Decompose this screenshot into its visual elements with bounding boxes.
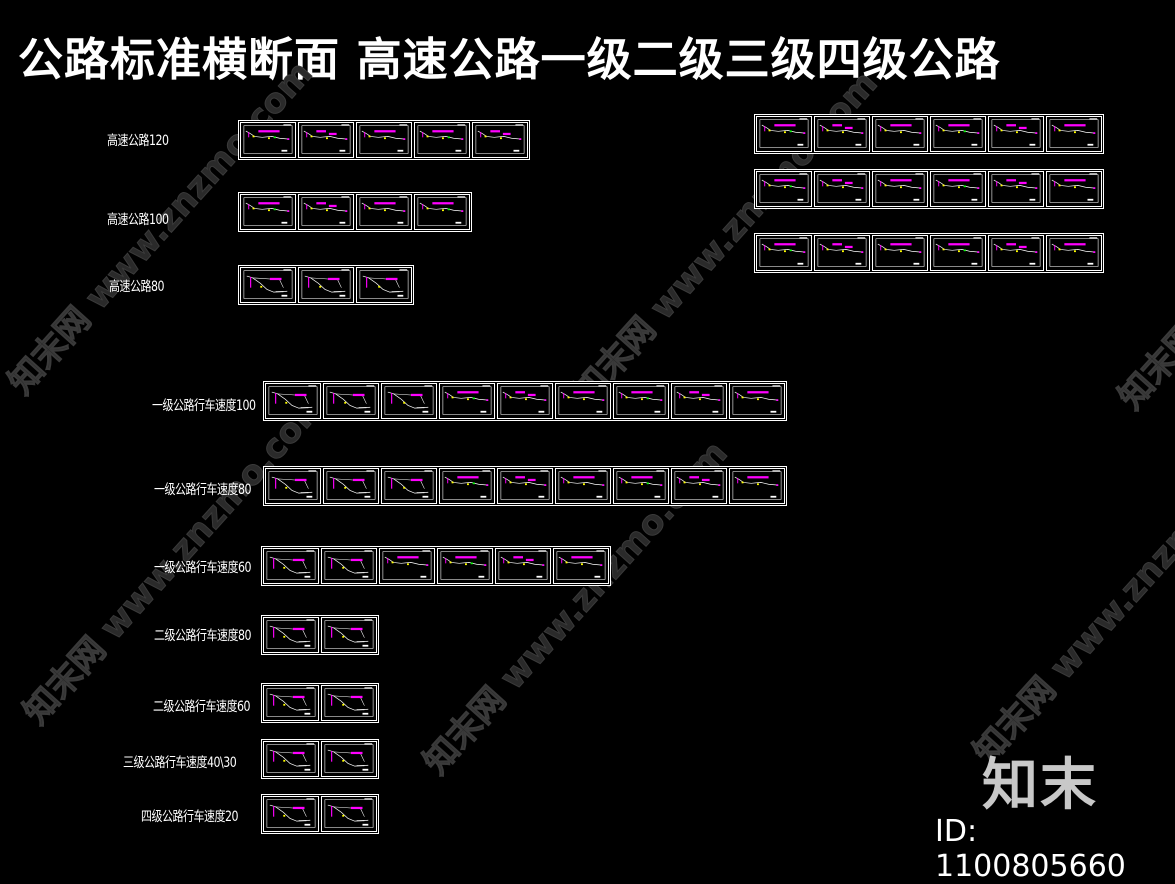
group-label: 高速公路120 [107,132,169,149]
cross-section-sheet[interactable] [497,468,553,504]
cross-section-sheet[interactable] [671,468,727,504]
cross-section-sheet[interactable] [729,468,785,504]
sheet-strip [238,265,414,305]
sheet-strip [261,739,379,779]
cross-section-sheet[interactable] [472,122,528,158]
cross-section-sheet[interactable] [356,267,412,303]
sheet-strip [238,120,530,160]
group-label: 二级公路行车速度80 [154,627,252,644]
cross-section-sheet[interactable] [988,171,1044,207]
group-label: 一级公路行车速度80 [154,481,252,498]
sheet-strip [754,169,1104,209]
cross-section-sheet[interactable] [756,171,812,207]
cross-section-sheet[interactable] [1046,171,1102,207]
cross-section-sheet[interactable] [439,468,495,504]
group-label: 二级公路行车速度60 [153,698,251,715]
cross-section-sheet[interactable] [814,116,870,152]
cross-section-sheet[interactable] [240,122,296,158]
cross-section-sheet[interactable] [263,796,319,832]
asset-id: ID: 1100805660 [935,814,1126,884]
cross-section-sheet[interactable] [265,468,321,504]
cross-section-sheet[interactable] [381,383,437,419]
cross-section-sheet[interactable] [872,171,928,207]
cross-section-sheet[interactable] [495,548,551,584]
cross-section-sheet[interactable] [298,194,354,230]
cross-section-sheet[interactable] [263,617,319,653]
watermark: 知末网 www.znzmo.com [965,423,1175,773]
sheet-strip [261,683,379,723]
cross-section-sheet[interactable] [729,383,785,419]
cross-section-sheet[interactable] [930,235,986,271]
sheet-strip [263,466,787,506]
sheet-strip [261,794,379,834]
cross-section-sheet[interactable] [872,235,928,271]
sheet-strip [238,192,472,232]
brand-logo: 知末 [982,753,1098,818]
cross-section-sheet[interactable] [298,267,354,303]
cross-section-sheet[interactable] [988,235,1044,271]
cross-section-sheet[interactable] [379,548,435,584]
group-label: 三级公路行车速度40\30 [123,754,237,771]
group-label: 高速公路100 [107,211,169,228]
cross-section-sheet[interactable] [321,548,377,584]
cross-section-sheet[interactable] [321,617,377,653]
cross-section-sheet[interactable] [814,235,870,271]
watermark: 知末网 www.znzmo.com [1110,68,1175,418]
cross-section-sheet[interactable] [497,383,553,419]
cross-section-sheet[interactable] [671,383,727,419]
cross-section-sheet[interactable] [1046,235,1102,271]
cross-section-sheet[interactable] [613,468,669,504]
cross-section-sheet[interactable] [356,122,412,158]
cross-section-sheet[interactable] [298,122,354,158]
sheet-strip [263,381,787,421]
cross-section-sheet[interactable] [756,235,812,271]
cross-section-sheet[interactable] [930,171,986,207]
cross-section-sheet[interactable] [414,122,470,158]
sheet-strip [261,546,611,586]
cross-section-sheet[interactable] [930,116,986,152]
cross-section-sheet[interactable] [321,741,377,777]
group-label: 一级公路行车速度100 [152,397,256,414]
cross-section-sheet[interactable] [263,741,319,777]
cross-section-sheet[interactable] [553,548,609,584]
cross-section-sheet[interactable] [613,383,669,419]
cross-section-sheet[interactable] [240,267,296,303]
page-title: 公路标准横断面 高速公路一级二级三级四级公路 [18,33,1001,86]
cross-section-sheet[interactable] [356,194,412,230]
cross-section-sheet[interactable] [263,685,319,721]
cross-section-sheet[interactable] [872,116,928,152]
cross-section-sheet[interactable] [323,383,379,419]
group-label: 一级公路行车速度60 [154,559,252,576]
cross-section-sheet[interactable] [756,116,812,152]
sheet-strip [754,233,1104,273]
cross-section-sheet[interactable] [265,383,321,419]
cross-section-sheet[interactable] [321,796,377,832]
cross-section-sheet[interactable] [814,171,870,207]
cross-section-sheet[interactable] [555,468,611,504]
cross-section-sheet[interactable] [381,468,437,504]
cross-section-sheet[interactable] [439,383,495,419]
sheet-strip [754,114,1104,154]
cross-section-sheet[interactable] [414,194,470,230]
cross-section-sheet[interactable] [323,468,379,504]
cross-section-sheet[interactable] [240,194,296,230]
cross-section-sheet[interactable] [437,548,493,584]
cross-section-sheet[interactable] [263,548,319,584]
cross-section-sheet[interactable] [321,685,377,721]
cross-section-sheet[interactable] [555,383,611,419]
group-label: 高速公路80 [109,278,165,295]
cross-section-sheet[interactable] [988,116,1044,152]
group-label: 四级公路行车速度20 [141,808,239,825]
sheet-strip [261,615,379,655]
cross-section-sheet[interactable] [1046,116,1102,152]
